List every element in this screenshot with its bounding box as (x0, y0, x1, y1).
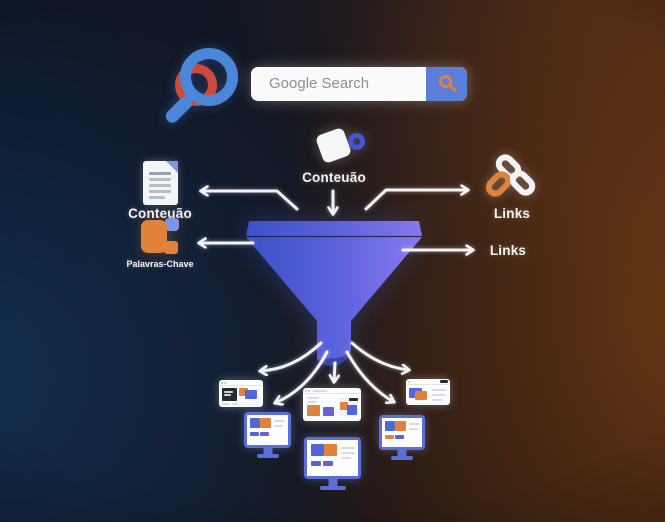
links-top-label: Links (493, 206, 531, 221)
content-block (395, 421, 406, 431)
button-pill (395, 435, 404, 439)
document-line (149, 178, 171, 181)
links-bottom-label: Links (489, 243, 527, 258)
content-block (349, 398, 358, 401)
keyword-orange-foot (164, 241, 178, 254)
magnifying-glass-icon (163, 46, 238, 126)
monitor-stand (263, 447, 272, 455)
content-block (250, 418, 260, 428)
search-icon (439, 75, 452, 88)
search-button[interactable] (426, 67, 467, 101)
magnifier-lens (180, 48, 238, 106)
monitor-stand (397, 449, 407, 457)
content-block (324, 444, 337, 456)
button-pill (385, 435, 394, 439)
text-line (232, 403, 238, 405)
result-monitor-1 (244, 412, 291, 459)
browser-dot (408, 381, 410, 383)
text-line (274, 420, 285, 422)
button-pill (260, 432, 269, 436)
result-browser-2 (303, 388, 361, 421)
content-block (260, 418, 271, 428)
text-line (341, 452, 355, 454)
button-pill (250, 432, 259, 436)
browser-dot (305, 390, 307, 392)
content-block (307, 405, 320, 416)
keyword-orange-block (141, 220, 167, 253)
tag-label: Conteuão (302, 170, 366, 185)
webpage-thumbnail (219, 386, 263, 407)
document-line (149, 184, 171, 187)
document-line (149, 196, 165, 199)
header-button (440, 380, 448, 383)
monitor-frame (379, 415, 425, 450)
text-line (409, 423, 420, 425)
result-monitor-2 (379, 415, 425, 462)
monitor-screen (382, 418, 422, 447)
browser-header (219, 380, 263, 386)
content-block (415, 391, 427, 400)
result-browser-1 (219, 380, 263, 407)
content-block (347, 405, 357, 415)
content-block (311, 444, 324, 456)
flow-arrows (199, 190, 473, 403)
document-icon (143, 161, 178, 205)
browser-dot (221, 382, 223, 384)
funnel-shape (246, 221, 422, 366)
content-block (222, 388, 237, 401)
text-line (432, 389, 446, 391)
document-line (149, 172, 171, 175)
browser-header (406, 379, 450, 385)
google-search-bar[interactable]: Google Search (251, 67, 467, 101)
monitor-screen (307, 440, 358, 476)
tag-ring (348, 133, 365, 150)
monitor-base (319, 486, 346, 490)
browser-header (303, 388, 361, 394)
text-line (432, 399, 442, 401)
content-block (385, 421, 395, 431)
content-panel (339, 398, 358, 416)
text-line (341, 447, 355, 449)
url-pill (313, 390, 327, 392)
keywords-label: Palavras-Chave (126, 259, 194, 269)
content-block (323, 407, 334, 416)
text-line (224, 391, 233, 393)
price-tag-icon (312, 126, 372, 170)
browser-dot (308, 390, 310, 392)
keyword-block-icon (141, 218, 181, 258)
monitor-base (256, 454, 279, 458)
text-line (307, 397, 319, 399)
text-line (409, 428, 418, 430)
keyword-blue-block (165, 218, 179, 231)
monitor-base (391, 456, 413, 460)
text-line (432, 394, 446, 396)
document-fold-corner (166, 161, 178, 173)
document-label: Conteuão (128, 206, 192, 221)
result-browser-3 (406, 379, 450, 405)
result-monitor-3 (304, 437, 361, 493)
monitor-screen (247, 415, 288, 445)
button-pill (323, 461, 333, 466)
monitor-stand (328, 478, 337, 487)
webpage-thumbnail (406, 385, 450, 405)
search-input[interactable]: Google Search (269, 75, 370, 92)
webpage-thumbnail (303, 394, 361, 421)
content-block (245, 390, 257, 399)
text-line (222, 403, 230, 405)
text-line (224, 394, 231, 396)
text-line (341, 457, 351, 459)
text-line (274, 425, 283, 427)
document-line (149, 190, 171, 193)
text-line (307, 401, 316, 403)
content-block (239, 388, 248, 396)
monitor-frame (244, 412, 291, 448)
monitor-frame (304, 437, 361, 479)
browser-dot (224, 382, 226, 384)
content-block (340, 402, 348, 410)
button-pill (311, 461, 321, 466)
